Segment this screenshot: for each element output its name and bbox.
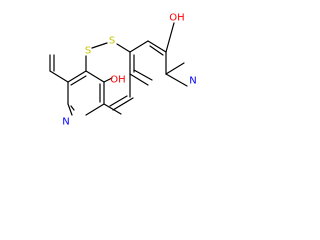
- bond-line: [165, 73, 188, 87]
- bond-line: [70, 75, 87, 86]
- bond-lines: [49, 22, 188, 116]
- bond-line: [129, 73, 149, 86]
- hydroxyl-label: OH: [110, 75, 125, 86]
- bond-line: [112, 97, 134, 111]
- bond-line: [67, 103, 73, 116]
- bond-line: [103, 77, 113, 83]
- bond-line: [91, 42, 108, 49]
- sulfur-atom-label: S: [109, 36, 115, 47]
- hydroxyl-label: OH: [169, 13, 184, 24]
- bond-line: [116, 43, 131, 53]
- bond-line: [129, 40, 149, 53]
- nitrogen-atom-label: N: [189, 76, 196, 87]
- bond-line: [49, 70, 69, 83]
- bond-line: [109, 95, 128, 107]
- bond-line: [149, 45, 164, 56]
- molecule-diagram: S S OH OH N N: [49, 13, 197, 128]
- atom-labels: S S OH OH N N: [62, 13, 196, 128]
- sulfur-atom-label: S: [85, 46, 91, 57]
- bond-line: [165, 22, 175, 53]
- bond-line: [133, 69, 153, 81]
- nitrogen-atom-label: N: [62, 117, 69, 128]
- bond-line: [85, 103, 105, 116]
- bond-line: [147, 40, 167, 53]
- bond-line: [85, 70, 105, 83]
- bond-line: [165, 62, 185, 75]
- bond-line: [67, 70, 87, 83]
- bond-line: [103, 103, 122, 115]
- bond-line: [70, 105, 75, 111]
